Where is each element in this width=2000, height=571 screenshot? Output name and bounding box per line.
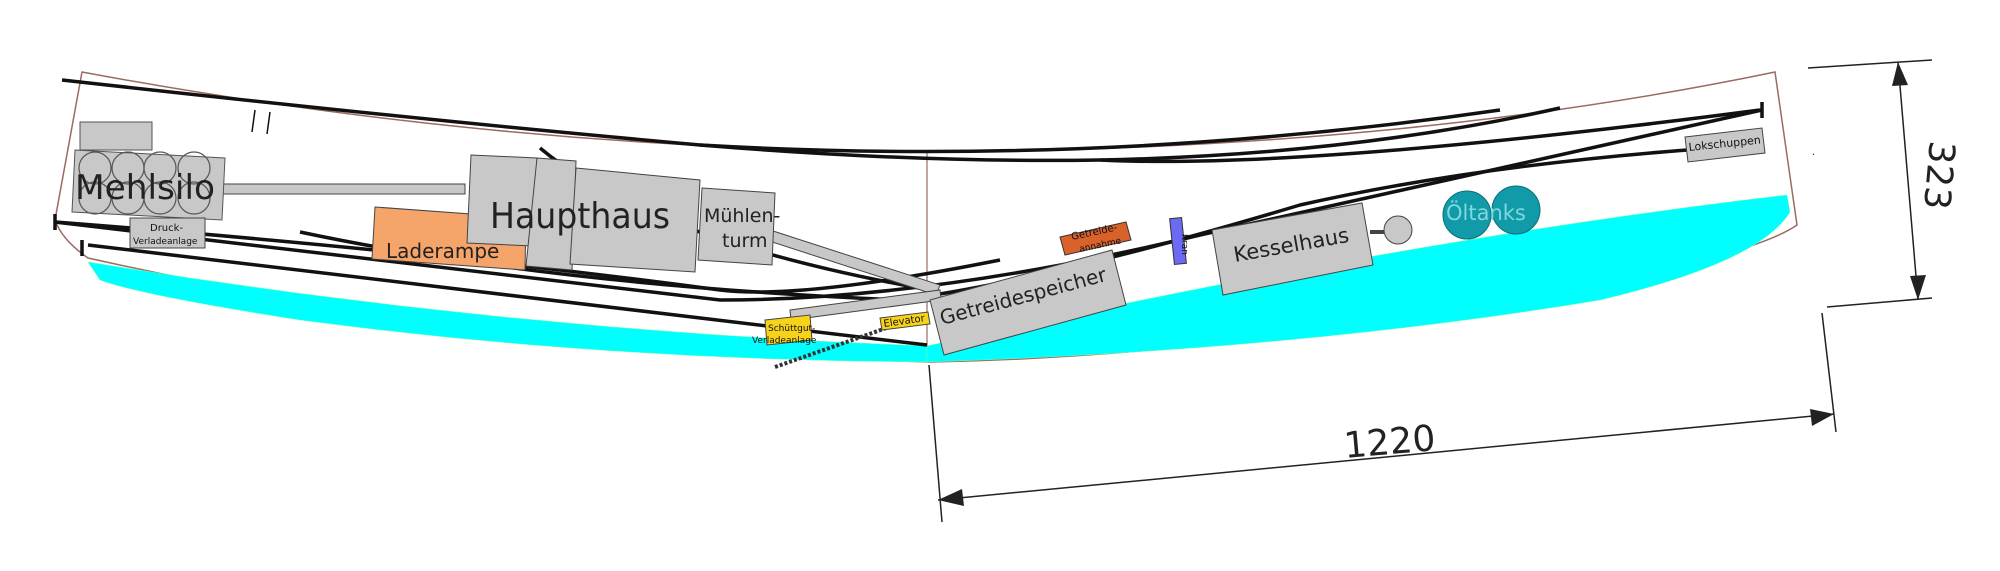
getreideannahme: Getreide- annahme	[1059, 221, 1132, 256]
haupthaus: Haupthaus	[466, 154, 701, 273]
druck-label-1: Druck-	[150, 223, 183, 234]
haupthaus-label: Haupthaus	[490, 196, 670, 237]
oeltanks-label: Öltanks	[1446, 200, 1526, 225]
muehlenturm: Mühlen- turm	[697, 187, 780, 266]
laderampe: Laderampe	[371, 206, 527, 271]
mehlsilo: Mehlsilo	[71, 121, 226, 221]
druck-label-2: Verladeanlage	[133, 237, 198, 247]
kran-label: Kran	[1179, 234, 1189, 255]
druck-verladeanlage: Druck- Verladeanlage	[129, 217, 206, 249]
dimension-depth-label: 323	[1915, 139, 1962, 211]
track-mark	[251, 109, 271, 135]
muehlen-label-1: Mühlen-	[704, 205, 780, 227]
stray-mark: .	[1812, 147, 1815, 158]
water-left	[87, 261, 928, 363]
mehlsilo-label: Mehlsilo	[75, 168, 215, 208]
elevator: Elevator	[774, 311, 931, 369]
dimension-length	[928, 312, 1837, 523]
dimension-length-label: 1220	[1342, 418, 1437, 467]
schuettgut-verladeanlage: Schüttgut- Verladeanlage	[752, 314, 817, 346]
oeltanks: Öltanks	[1442, 185, 1541, 240]
schuett-label-1: Schüttgut-	[768, 324, 815, 334]
schuett-label-2: Verladeanlage	[752, 336, 817, 346]
muehlen-label-2: turm	[722, 230, 767, 252]
lokschuppen: Lokschuppen	[1684, 127, 1766, 163]
kran: Kran	[1169, 216, 1189, 266]
kesselhaus: Kesselhaus	[1211, 202, 1413, 296]
dimension-depth	[1807, 59, 1933, 308]
